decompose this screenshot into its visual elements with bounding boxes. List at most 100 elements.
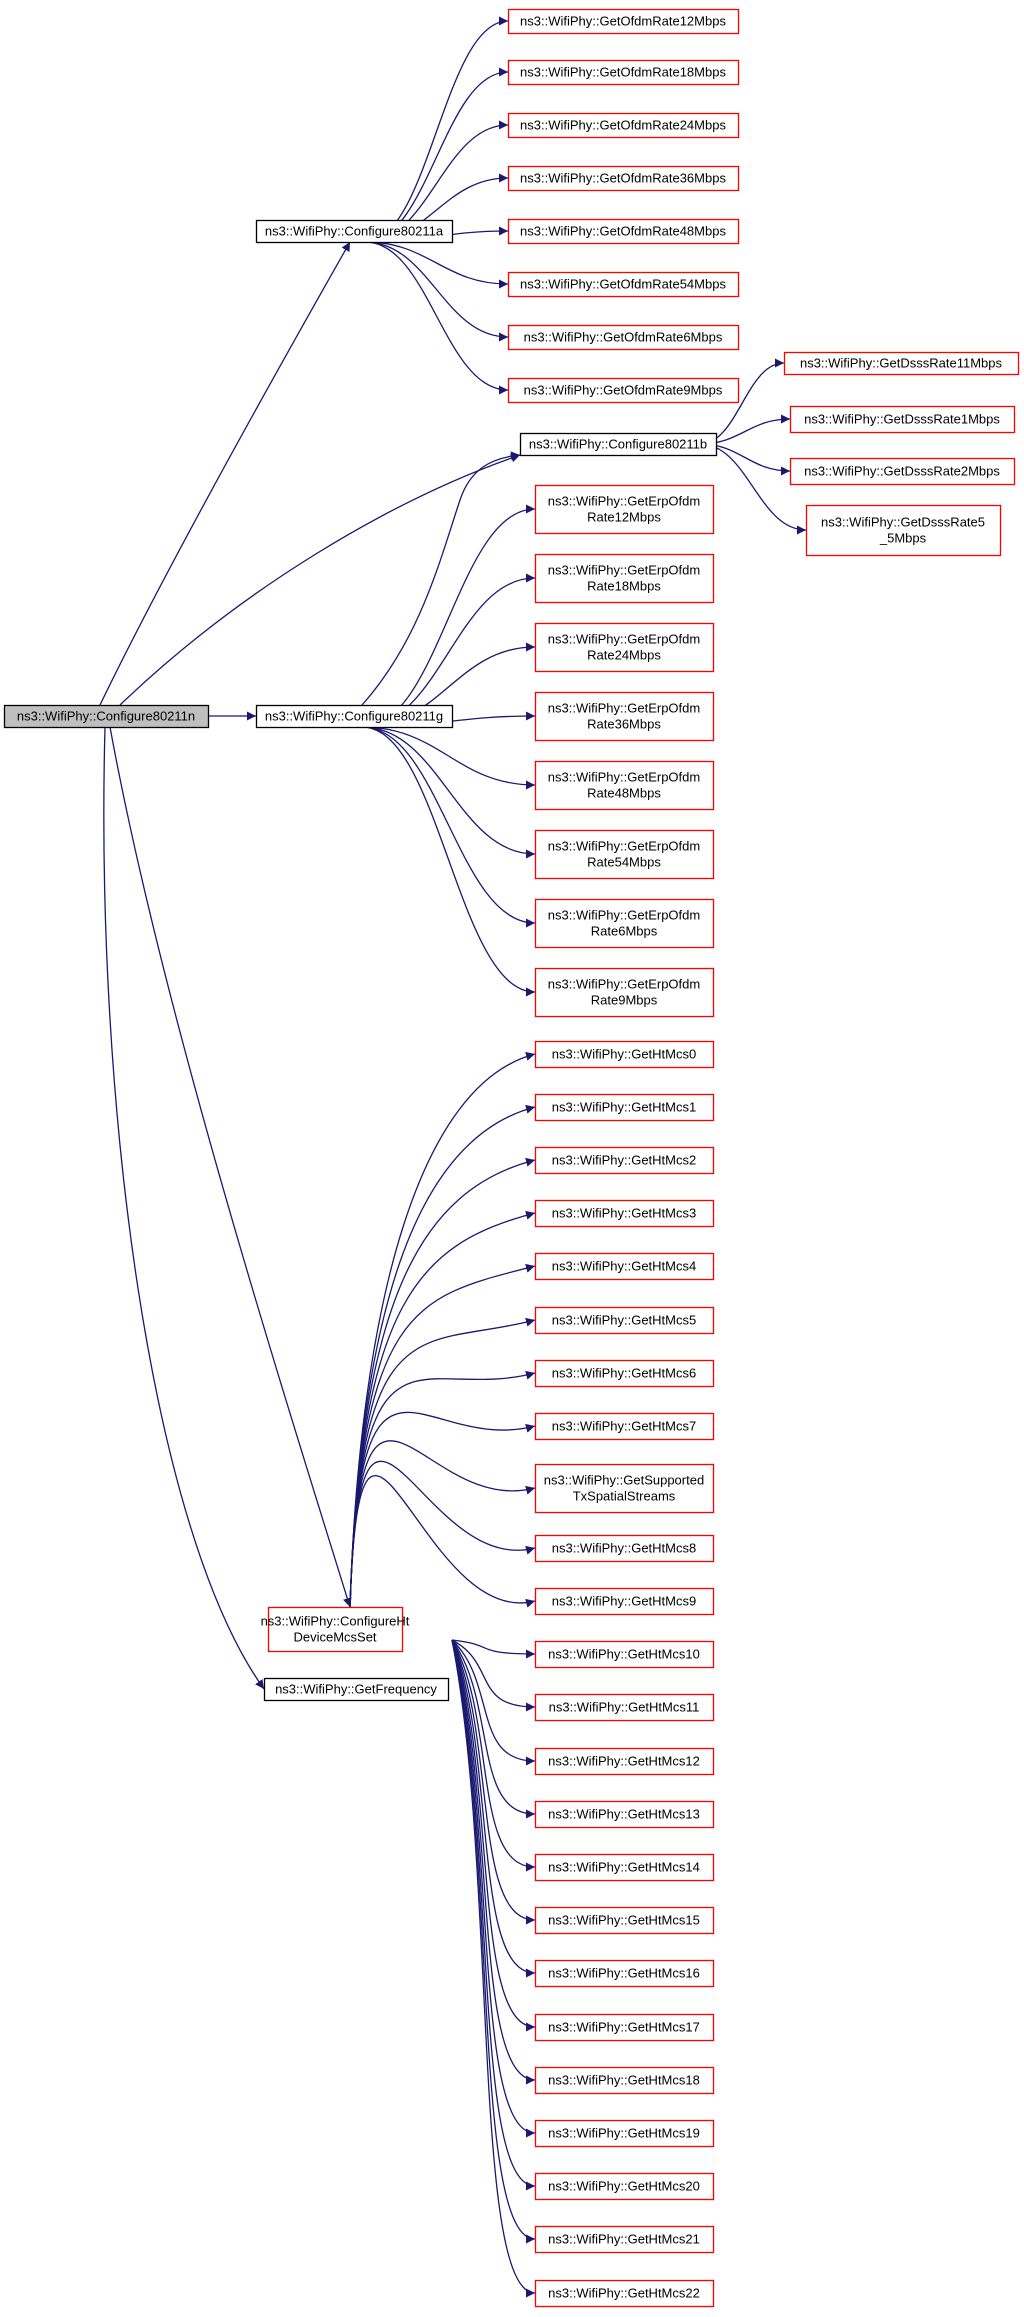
node-label-ht20-0: ns3::WifiPhy::GetHtMcs20 xyxy=(548,2179,700,2194)
edge-configureht-to-ht16 xyxy=(451,1639,536,1978)
edge-configure80211n-to-configure80211b xyxy=(119,453,521,706)
node-label-erp48-1: Rate48Mbps xyxy=(587,786,661,801)
node-ht19[interactable]: ns3::WifiPhy::GetHtMcs19 xyxy=(534,2119,715,2148)
node-box-ht20 xyxy=(534,2172,715,2201)
node-ofdm12[interactable]: ns3::WifiPhy::GetOfdmRate12Mbps xyxy=(507,8,740,35)
node-ht16[interactable]: ns3::WifiPhy::GetHtMcs16 xyxy=(534,1959,715,1988)
node-label-ht13-0: ns3::WifiPhy::GetHtMcs13 xyxy=(548,1807,700,1822)
node-ht18[interactable]: ns3::WifiPhy::GetHtMcs18 xyxy=(534,2066,715,2095)
node-configure80211g[interactable]: ns3::WifiPhy::Configure80211g xyxy=(255,704,454,729)
node-ht22[interactable]: ns3::WifiPhy::GetHtMcs22 xyxy=(534,2279,715,2308)
edge-configureht-to-ht9 xyxy=(349,1474,536,1608)
edge-configureht-to-getsupported xyxy=(349,1440,536,1608)
node-ht21[interactable]: ns3::WifiPhy::GetHtMcs21 xyxy=(534,2225,715,2254)
node-ht9[interactable]: ns3::WifiPhy::GetHtMcs9 xyxy=(534,1587,715,1616)
node-ofdm18[interactable]: ns3::WifiPhy::GetOfdmRate18Mbps xyxy=(507,59,740,86)
node-ht13[interactable]: ns3::WifiPhy::GetHtMcs13 xyxy=(534,1800,715,1829)
node-configure80211b[interactable]: ns3::WifiPhy::Configure80211b xyxy=(519,432,718,457)
node-box-configure80211b xyxy=(519,432,718,457)
node-configure80211n[interactable]: ns3::WifiPhy::Configure80211n xyxy=(3,704,210,729)
node-box-ht22 xyxy=(534,2279,715,2308)
node-configure80211a[interactable]: ns3::WifiPhy::Configure80211a xyxy=(255,219,454,244)
node-ofdm48[interactable]: ns3::WifiPhy::GetOfdmRate48Mbps xyxy=(507,218,740,245)
node-ht12[interactable]: ns3::WifiPhy::GetHtMcs12 xyxy=(534,1747,715,1776)
node-label-erp36-1: Rate36Mbps xyxy=(587,717,661,732)
node-ofdm6[interactable]: ns3::WifiPhy::GetOfdmRate6Mbps xyxy=(507,324,740,351)
node-box-dsss2 xyxy=(789,457,1016,486)
node-ht0[interactable]: ns3::WifiPhy::GetHtMcs0 xyxy=(534,1040,715,1069)
node-ht1[interactable]: ns3::WifiPhy::GetHtMcs1 xyxy=(534,1093,715,1122)
node-box-ofdm12 xyxy=(507,8,740,35)
node-ht15[interactable]: ns3::WifiPhy::GetHtMcs15 xyxy=(534,1906,715,1935)
node-box-ht4 xyxy=(534,1252,715,1281)
node-ofdm36[interactable]: ns3::WifiPhy::GetOfdmRate36Mbps xyxy=(507,165,740,192)
node-ht6[interactable]: ns3::WifiPhy::GetHtMcs6 xyxy=(534,1359,715,1388)
node-label-ht3-0: ns3::WifiPhy::GetHtMcs3 xyxy=(552,1206,696,1221)
node-ht11[interactable]: ns3::WifiPhy::GetHtMcs11 xyxy=(534,1693,715,1722)
edge-configureht-to-ht11 xyxy=(451,1639,536,1712)
node-ofdm9[interactable]: ns3::WifiPhy::GetOfdmRate9Mbps xyxy=(507,377,740,404)
node-box-ht17 xyxy=(534,2013,715,2042)
node-box-ht14 xyxy=(534,1853,715,1882)
node-ht10[interactable]: ns3::WifiPhy::GetHtMcs10 xyxy=(534,1640,715,1669)
node-ht2[interactable]: ns3::WifiPhy::GetHtMcs2 xyxy=(534,1146,715,1175)
edge-configure80211b-to-dsss11 xyxy=(699,358,785,445)
node-box-dsss55 xyxy=(805,504,1002,557)
node-ofdm24[interactable]: ns3::WifiPhy::GetOfdmRate24Mbps xyxy=(507,112,740,139)
edge-configureht-to-ht21 xyxy=(451,1639,536,2244)
node-box-ofdm48 xyxy=(507,218,740,245)
edge-configure80211g-to-erp18 xyxy=(361,573,536,728)
node-box-erp48 xyxy=(534,760,715,811)
edge-configure80211b-to-dsss55 xyxy=(699,443,807,535)
node-label-ofdm36-0: ns3::WifiPhy::GetOfdmRate36Mbps xyxy=(520,171,726,186)
node-ht5[interactable]: ns3::WifiPhy::GetHtMcs5 xyxy=(534,1306,715,1335)
edge-configure80211g-to-erp12 xyxy=(361,504,536,728)
node-ofdm54[interactable]: ns3::WifiPhy::GetOfdmRate54Mbps xyxy=(507,271,740,298)
node-label-ht17-0: ns3::WifiPhy::GetHtMcs17 xyxy=(548,2020,700,2035)
node-dsss2[interactable]: ns3::WifiPhy::GetDsssRate2Mbps xyxy=(789,457,1016,486)
node-box-ht9 xyxy=(534,1587,715,1616)
node-label-ht9-0: ns3::WifiPhy::GetHtMcs9 xyxy=(552,1594,696,1609)
node-box-ofdm9 xyxy=(507,377,740,404)
node-ht14[interactable]: ns3::WifiPhy::GetHtMcs14 xyxy=(534,1853,715,1882)
node-ht7[interactable]: ns3::WifiPhy::GetHtMcs7 xyxy=(534,1412,715,1441)
node-dsss55[interactable]: ns3::WifiPhy::GetDsssRate5_5Mbps xyxy=(805,504,1002,557)
node-label-ht22-0: ns3::WifiPhy::GetHtMcs22 xyxy=(548,2286,700,2301)
edge-configureht-to-ht5 xyxy=(349,1317,536,1608)
node-label-ht16-0: ns3::WifiPhy::GetHtMcs16 xyxy=(548,1966,700,1981)
node-ht20[interactable]: ns3::WifiPhy::GetHtMcs20 xyxy=(534,2172,715,2201)
edge-configure80211a-to-ofdm9 xyxy=(364,241,509,395)
edge-configureht-to-ht6 xyxy=(349,1370,536,1608)
edge-configure80211a-to-ofdm6 xyxy=(364,241,509,342)
node-box-ht11 xyxy=(534,1693,715,1722)
node-ht17[interactable]: ns3::WifiPhy::GetHtMcs17 xyxy=(534,2013,715,2042)
edge-configureht-to-ht19 xyxy=(451,1639,536,2138)
node-box-dsss11 xyxy=(783,351,1020,376)
node-box-ht18 xyxy=(534,2066,715,2095)
node-box-configure80211a xyxy=(255,219,454,244)
node-box-ht7 xyxy=(534,1412,715,1441)
node-getsupported[interactable]: ns3::WifiPhy::GetSupportedTxSpatialStrea… xyxy=(534,1463,715,1514)
node-ht4[interactable]: ns3::WifiPhy::GetHtMcs4 xyxy=(534,1252,715,1281)
node-dsss1[interactable]: ns3::WifiPhy::GetDsssRate1Mbps xyxy=(789,405,1016,434)
node-box-ofdm54 xyxy=(507,271,740,298)
node-box-ht1 xyxy=(534,1093,715,1122)
node-getfrequency[interactable]: ns3::WifiPhy::GetFrequency xyxy=(263,1677,450,1702)
node-ht8[interactable]: ns3::WifiPhy::GetHtMcs8 xyxy=(534,1534,715,1563)
node-label-configure80211n-0: ns3::WifiPhy::Configure80211n xyxy=(17,709,195,724)
node-box-configureht xyxy=(267,1606,404,1653)
node-ht3[interactable]: ns3::WifiPhy::GetHtMcs3 xyxy=(534,1199,715,1228)
node-label-configure80211b-0: ns3::WifiPhy::Configure80211b xyxy=(529,437,707,452)
node-dsss11[interactable]: ns3::WifiPhy::GetDsssRate11Mbps xyxy=(783,351,1020,376)
node-box-getsupported xyxy=(534,1463,715,1514)
node-box-ht2 xyxy=(534,1146,715,1175)
